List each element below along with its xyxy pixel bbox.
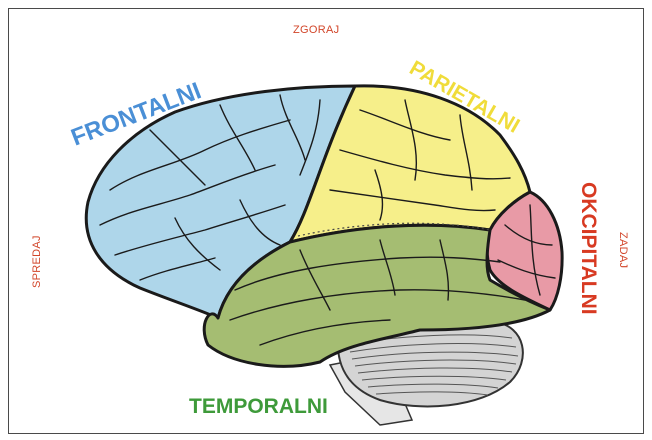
direction-back: ZADAJ xyxy=(617,232,629,268)
direction-top: ZGORAJ xyxy=(293,24,339,36)
direction-front: SPREDAJ xyxy=(31,235,43,288)
temporal-label: TEMPORALNI xyxy=(189,395,328,418)
occipital-label: OKCIPITALNI xyxy=(577,182,600,315)
